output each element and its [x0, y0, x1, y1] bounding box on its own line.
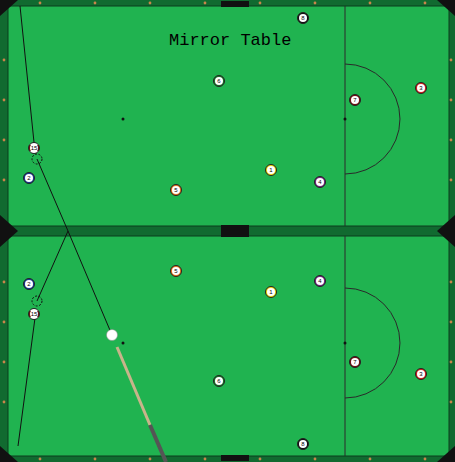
pool-ball: 8 [297, 438, 309, 450]
pool-ball: 5 [170, 265, 182, 277]
cue-stick [117, 347, 150, 425]
pool-ball: 7 [349, 94, 361, 106]
ball-number: 5 [172, 267, 180, 275]
ball-number: 6 [215, 377, 223, 385]
pool-ball: 6 [213, 75, 225, 87]
aim-lines [18, 6, 112, 446]
cue-ball [107, 330, 118, 341]
ball-number: 6 [215, 77, 223, 85]
pool-ball: 15 [28, 308, 40, 320]
pool-ball: 3 [415, 82, 427, 94]
top-table [0, 0, 455, 231]
pool-ball: 15 [28, 142, 40, 154]
pool-ball: 8 [297, 12, 309, 24]
pool-ball: 4 [314, 176, 326, 188]
pool-ball: 1 [265, 164, 277, 176]
ball-number: 1 [267, 166, 275, 174]
ball-number: 7 [351, 96, 359, 104]
ball-number: 4 [316, 277, 324, 285]
cue-butt [150, 425, 166, 462]
pool-ball: 2 [23, 278, 35, 290]
ball-number: 4 [316, 178, 324, 186]
ball-number: 5 [172, 186, 180, 194]
pool-ball: 4 [314, 275, 326, 287]
table-title: Mirror Table [169, 31, 291, 50]
ball-number: 7 [351, 358, 359, 366]
ball-number: 3 [417, 370, 425, 378]
ball-number: 1 [267, 288, 275, 296]
ball-number: 2 [25, 280, 33, 288]
pool-ball: 6 [213, 375, 225, 387]
ball-number: 2 [25, 174, 33, 182]
pool-ball: 5 [170, 184, 182, 196]
ball-number: 15 [30, 310, 38, 318]
pool-ball: 7 [349, 356, 361, 368]
ball-number: 3 [417, 84, 425, 92]
mirror-table [0, 231, 455, 462]
pool-ball: 3 [415, 368, 427, 380]
ball-number: 15 [30, 144, 38, 152]
pool-ball: 1 [265, 286, 277, 298]
ball-number: 8 [299, 14, 307, 22]
ball-number: 8 [299, 440, 307, 448]
pool-ball: 2 [23, 172, 35, 184]
